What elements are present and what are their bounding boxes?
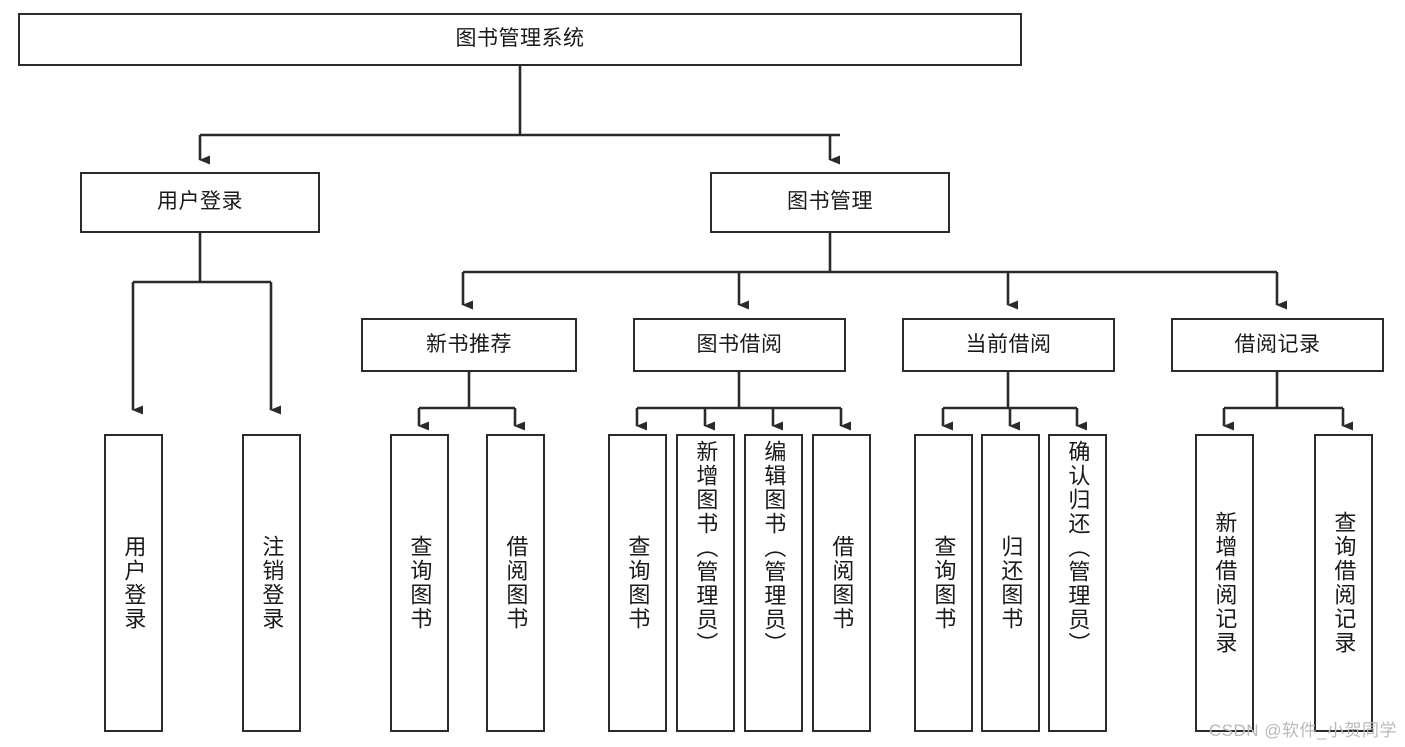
- node-borrow-record[interactable]: 借阅记录: [1171, 318, 1384, 372]
- node-leaf-return-book-label: 归还图书: [998, 535, 1024, 631]
- node-leaf-query-book-2-label: 查询图书: [625, 535, 651, 631]
- node-leaf-confirm-return-label: 确认归还（管理员）: [1065, 440, 1091, 656]
- node-user-login-label: 用户登录: [157, 190, 243, 214]
- node-leaf-borrow-book-1[interactable]: 借阅图书: [486, 434, 545, 732]
- node-new-book-recommend[interactable]: 新书推荐: [361, 318, 577, 372]
- node-leaf-borrow-book-2[interactable]: 借阅图书: [812, 434, 871, 732]
- node-leaf-logout-login[interactable]: 注销登录: [242, 434, 301, 732]
- node-leaf-query-book-3-label: 查询图书: [931, 535, 957, 631]
- node-leaf-add-record-label: 新增借阅记录: [1212, 511, 1238, 655]
- node-leaf-query-book-2[interactable]: 查询图书: [608, 434, 667, 732]
- node-leaf-add-book[interactable]: 新增图书（管理员）: [676, 434, 735, 732]
- node-leaf-add-record[interactable]: 新增借阅记录: [1195, 434, 1254, 732]
- node-root-label: 图书管理系统: [455, 27, 585, 51]
- node-leaf-user-login[interactable]: 用户登录: [104, 434, 163, 732]
- node-current-borrow-label: 当前借阅: [965, 332, 1052, 356]
- node-leaf-logout-login-label: 注销登录: [259, 535, 285, 631]
- node-current-borrow[interactable]: 当前借阅: [902, 318, 1115, 372]
- node-leaf-user-login-label: 用户登录: [121, 535, 147, 631]
- node-leaf-return-book[interactable]: 归还图书: [981, 434, 1040, 732]
- node-book-manage-label: 图书管理: [787, 190, 873, 214]
- node-new-book-recommend-label: 新书推荐: [426, 332, 512, 356]
- node-root[interactable]: 图书管理系统: [18, 13, 1022, 66]
- watermark-text: CSDN @软件_小贺同学: [1208, 721, 1397, 740]
- node-leaf-borrow-book-1-label: 借阅图书: [503, 535, 529, 631]
- node-leaf-confirm-return[interactable]: 确认归还（管理员）: [1048, 434, 1107, 732]
- node-leaf-query-record-label: 查询借阅记录: [1331, 511, 1357, 655]
- node-leaf-borrow-book-2-label: 借阅图书: [829, 535, 855, 631]
- node-book-manage[interactable]: 图书管理: [710, 172, 950, 233]
- node-leaf-add-book-label: 新增图书（管理员）: [693, 440, 719, 656]
- node-book-borrow[interactable]: 图书借阅: [633, 318, 846, 372]
- node-leaf-query-book-1-label: 查询图书: [407, 535, 433, 631]
- node-leaf-query-record[interactable]: 查询借阅记录: [1314, 434, 1373, 732]
- node-leaf-query-book-1[interactable]: 查询图书: [390, 434, 449, 732]
- node-borrow-record-label: 借阅记录: [1234, 332, 1321, 356]
- node-user-login[interactable]: 用户登录: [80, 172, 320, 233]
- node-leaf-edit-book-label: 编辑图书（管理员）: [761, 440, 787, 656]
- node-book-borrow-label: 图书借阅: [696, 332, 783, 356]
- node-leaf-edit-book[interactable]: 编辑图书（管理员）: [744, 434, 803, 732]
- node-leaf-query-book-3[interactable]: 查询图书: [914, 434, 973, 732]
